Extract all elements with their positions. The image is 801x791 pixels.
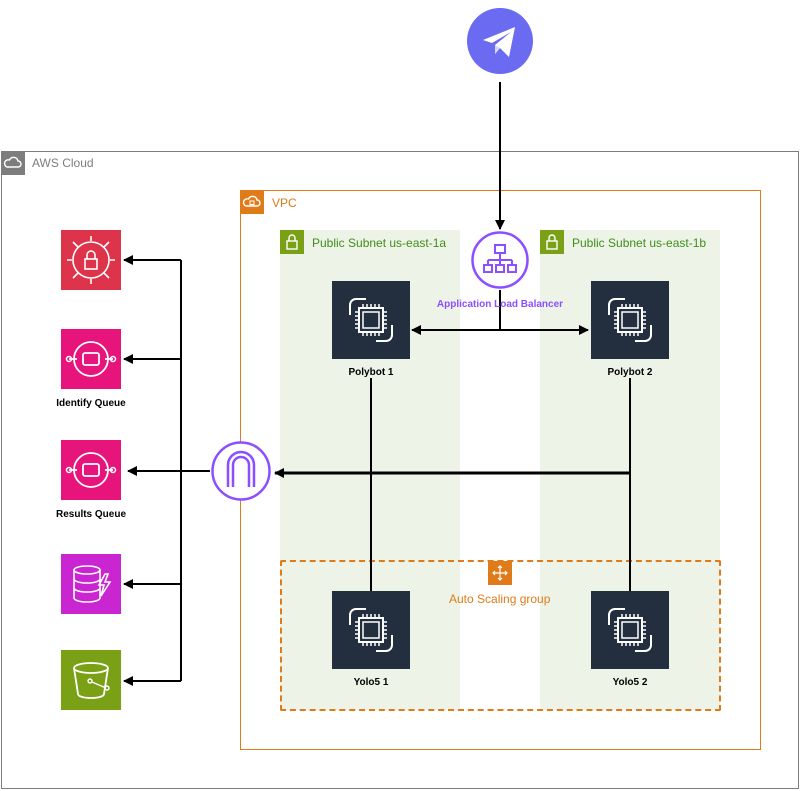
ec2-instance-icon [349,298,393,342]
vpc-header [240,190,264,214]
load-balancer-icon [471,231,529,289]
vpc-cloud-icon [242,195,261,207]
lock-icon [286,234,298,250]
cloud-icon [3,156,22,168]
subnet-1b-lock [540,230,564,254]
aws-cloud-group [1,151,799,789]
identify-queue-label: Identify Queue [56,398,126,409]
ec2-instance-icon [608,608,652,652]
sqs-results-queue-icon [61,440,121,500]
ec2-instance-icon [608,298,652,342]
aws-cloud-header [1,151,25,175]
telegram-icon [467,8,533,74]
ec2-instance-icon [349,608,393,652]
sqs-identify-queue-icon [61,329,121,389]
subnet-1a-lock [280,230,304,254]
polybot-2-label: Polybot 2 [607,367,653,378]
load-balancer-label: Application Load Balancer [436,299,564,310]
ec2-polybot-1 [332,281,410,359]
auto-scaling-icon [488,561,512,585]
subnet-1a-label: Public Subnet us-east-1a [312,236,447,250]
dynamodb-icon [61,554,121,614]
yolo5-2-label: Yolo5 2 [612,677,648,688]
vpc-label: VPC [272,196,297,210]
subnet-1b-label: Public Subnet us-east-1b [572,236,707,250]
s3-bucket-icon [61,650,121,710]
lock-icon [546,234,558,250]
ec2-polybot-2 [591,281,669,359]
yolo5-1-label: Yolo5 1 [353,677,389,688]
auto-scaling-label: Auto Scaling group [449,592,551,606]
aws-cloud-label: AWS Cloud [32,156,94,170]
polybot-1-label: Polybot 1 [348,367,394,378]
internet-gateway-icon [211,441,271,501]
results-queue-label: Results Queue [55,509,127,520]
ec2-yolo5-1 [332,591,410,669]
ec2-yolo5-2 [591,591,669,669]
secrets-manager-icon [61,230,121,290]
